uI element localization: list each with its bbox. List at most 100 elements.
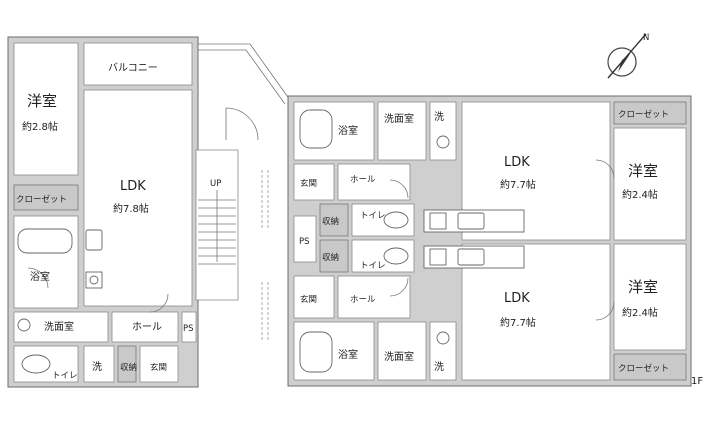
left-storage-label: 収納 — [120, 362, 137, 373]
unit-b-toilet-label: トイレ — [360, 261, 386, 271]
unit-a-sink — [457, 212, 485, 230]
left-toilet-bowl — [21, 354, 51, 374]
unit-b-western-label: 洋室 — [628, 278, 658, 296]
unit-b-stove — [429, 248, 447, 266]
unit-a-ldk-area: 約7.7帖 — [500, 178, 536, 191]
left-sink — [85, 229, 103, 251]
compass-icon — [607, 47, 637, 77]
unit-b-entrance-label: 玄関 — [300, 294, 317, 305]
left-bath-label: 浴室 — [30, 270, 50, 283]
left-storage — [117, 345, 137, 383]
unit-b-western-room — [613, 243, 687, 351]
unit-a-ldk-label: LDK — [504, 155, 530, 170]
unit-a-washroom-label: 洗面室 — [384, 112, 414, 125]
left-hall — [111, 311, 179, 343]
unit-b-storage-label: 収納 — [322, 252, 339, 263]
unit-b-entry-steps — [261, 282, 269, 340]
stair-door — [225, 107, 259, 141]
unit-b-wash-label: 洗 — [434, 361, 444, 373]
left-ps-label: PS — [183, 324, 194, 334]
unit-a-storage — [319, 203, 349, 237]
unit-b-washroom-label: 洗面室 — [384, 350, 414, 363]
unit-b-hall-label: ホール — [350, 295, 376, 305]
north-arrow: N — [607, 33, 649, 79]
unit-b-room-door — [595, 301, 615, 321]
unit-b-closet-label: クローゼット — [618, 363, 669, 374]
left-western-room — [13, 42, 79, 176]
shared-ps — [293, 215, 317, 263]
unit-a-western-label: 洋室 — [628, 162, 658, 180]
left-ldk — [83, 89, 193, 307]
unit-b-bath-label: 浴室 — [338, 348, 358, 361]
stair-area: UP — [195, 43, 291, 301]
left-toilet-label: トイレ — [52, 371, 78, 381]
left-washbasin — [17, 318, 31, 332]
unit-a-room-door — [595, 159, 615, 179]
shared-ps-label: PS — [299, 237, 310, 247]
unit-a-toilet-label: トイレ — [360, 211, 386, 221]
unit-b-closet — [613, 353, 687, 381]
outer-walkway-line — [198, 43, 291, 101]
left-hall-label: ホール — [132, 321, 162, 333]
unit-b-western-area: 約2.4帖 — [622, 306, 658, 319]
unit-a-closet — [613, 101, 687, 125]
unit-b-toilet-bowl — [383, 247, 409, 265]
compass-arrowhead — [618, 54, 630, 72]
unit-a-entrance-label: 玄関 — [300, 178, 317, 189]
left-closet-label: クローゼット — [16, 194, 67, 205]
unit-a-entrance — [293, 163, 335, 201]
outer-walkway-line-inner — [198, 49, 286, 105]
unit-a-washroom — [377, 101, 427, 161]
unit-b-entrance — [293, 275, 335, 319]
unit-a-closet-label: クローゼット — [618, 109, 669, 120]
unit-b-sink — [457, 248, 485, 266]
unit-a-wash-label: 洗 — [434, 111, 444, 123]
left-ps — [181, 311, 197, 343]
left-balcony — [83, 42, 193, 86]
unit-b-hall-door — [389, 277, 409, 297]
left-bath-door — [27, 267, 49, 289]
unit-b-storage — [319, 239, 349, 273]
left-closet — [13, 184, 79, 211]
left-hall-door — [149, 293, 169, 313]
left-balcony-label: バルコニー — [108, 62, 158, 74]
unit-a-stove — [429, 212, 447, 230]
left-ldk-area: 約7.8帖 — [113, 202, 149, 215]
unit-a-bathtub — [299, 109, 333, 149]
left-ldk-label: LDK — [120, 179, 146, 194]
left-western-label: 洋室 — [27, 92, 57, 110]
unit-a-wash-space — [429, 101, 457, 161]
unit-a-western-room — [613, 127, 687, 241]
unit-a-hall-door — [389, 179, 409, 199]
unit-b-ldk-area: 約7.7帖 — [500, 316, 536, 329]
unit-a-western-area: 約2.4帖 — [622, 188, 658, 201]
unit-a-bath-label: 浴室 — [338, 124, 358, 137]
unit-b-bathtub — [299, 331, 333, 373]
unit-a-storage-label: 収納 — [322, 216, 339, 227]
unit-a-washbasin — [436, 135, 450, 149]
unit-a-hall-label: ホール — [350, 175, 376, 185]
left-entrance — [139, 345, 179, 383]
unit-b-washroom — [377, 321, 427, 381]
unit-b-hall — [337, 275, 411, 319]
unit-b-ldk-label: LDK — [504, 291, 530, 306]
unit-b: 収納 トイレ 玄関 ホール LDK 約7.7帖 洋室 約2.4帖 浴室 洗面室 … — [293, 239, 687, 381]
floor-label: 1F — [691, 376, 703, 387]
stair-up-label: UP — [210, 179, 221, 189]
unit-a-entry-steps — [261, 170, 269, 230]
compass-needle — [607, 33, 647, 79]
compass-north-label: N — [643, 33, 649, 43]
unit-b-toilet — [351, 239, 415, 273]
left-wash-space — [83, 345, 115, 383]
unit-b-washbasin — [436, 331, 450, 345]
unit-a-toilet-bowl — [383, 211, 409, 229]
left-wash-label: 洗 — [92, 361, 102, 373]
left-entrance-label: 玄関 — [150, 362, 167, 373]
left-western-area: 約2.8帖 — [22, 120, 58, 133]
left-stove-burner — [89, 275, 99, 285]
left-unit: 洋室 約2.8帖 バルコニー LDK 約7.8帖 クローゼット 浴室 洗面室 ホ… — [7, 36, 199, 388]
unit-a: 浴室 洗面室 洗 LDK 約7.7帖 クローゼット 洋室 約2.4帖 玄関 ホー… — [293, 101, 687, 241]
left-bathtub — [17, 228, 73, 254]
left-washroom-label: 洗面室 — [44, 320, 74, 333]
